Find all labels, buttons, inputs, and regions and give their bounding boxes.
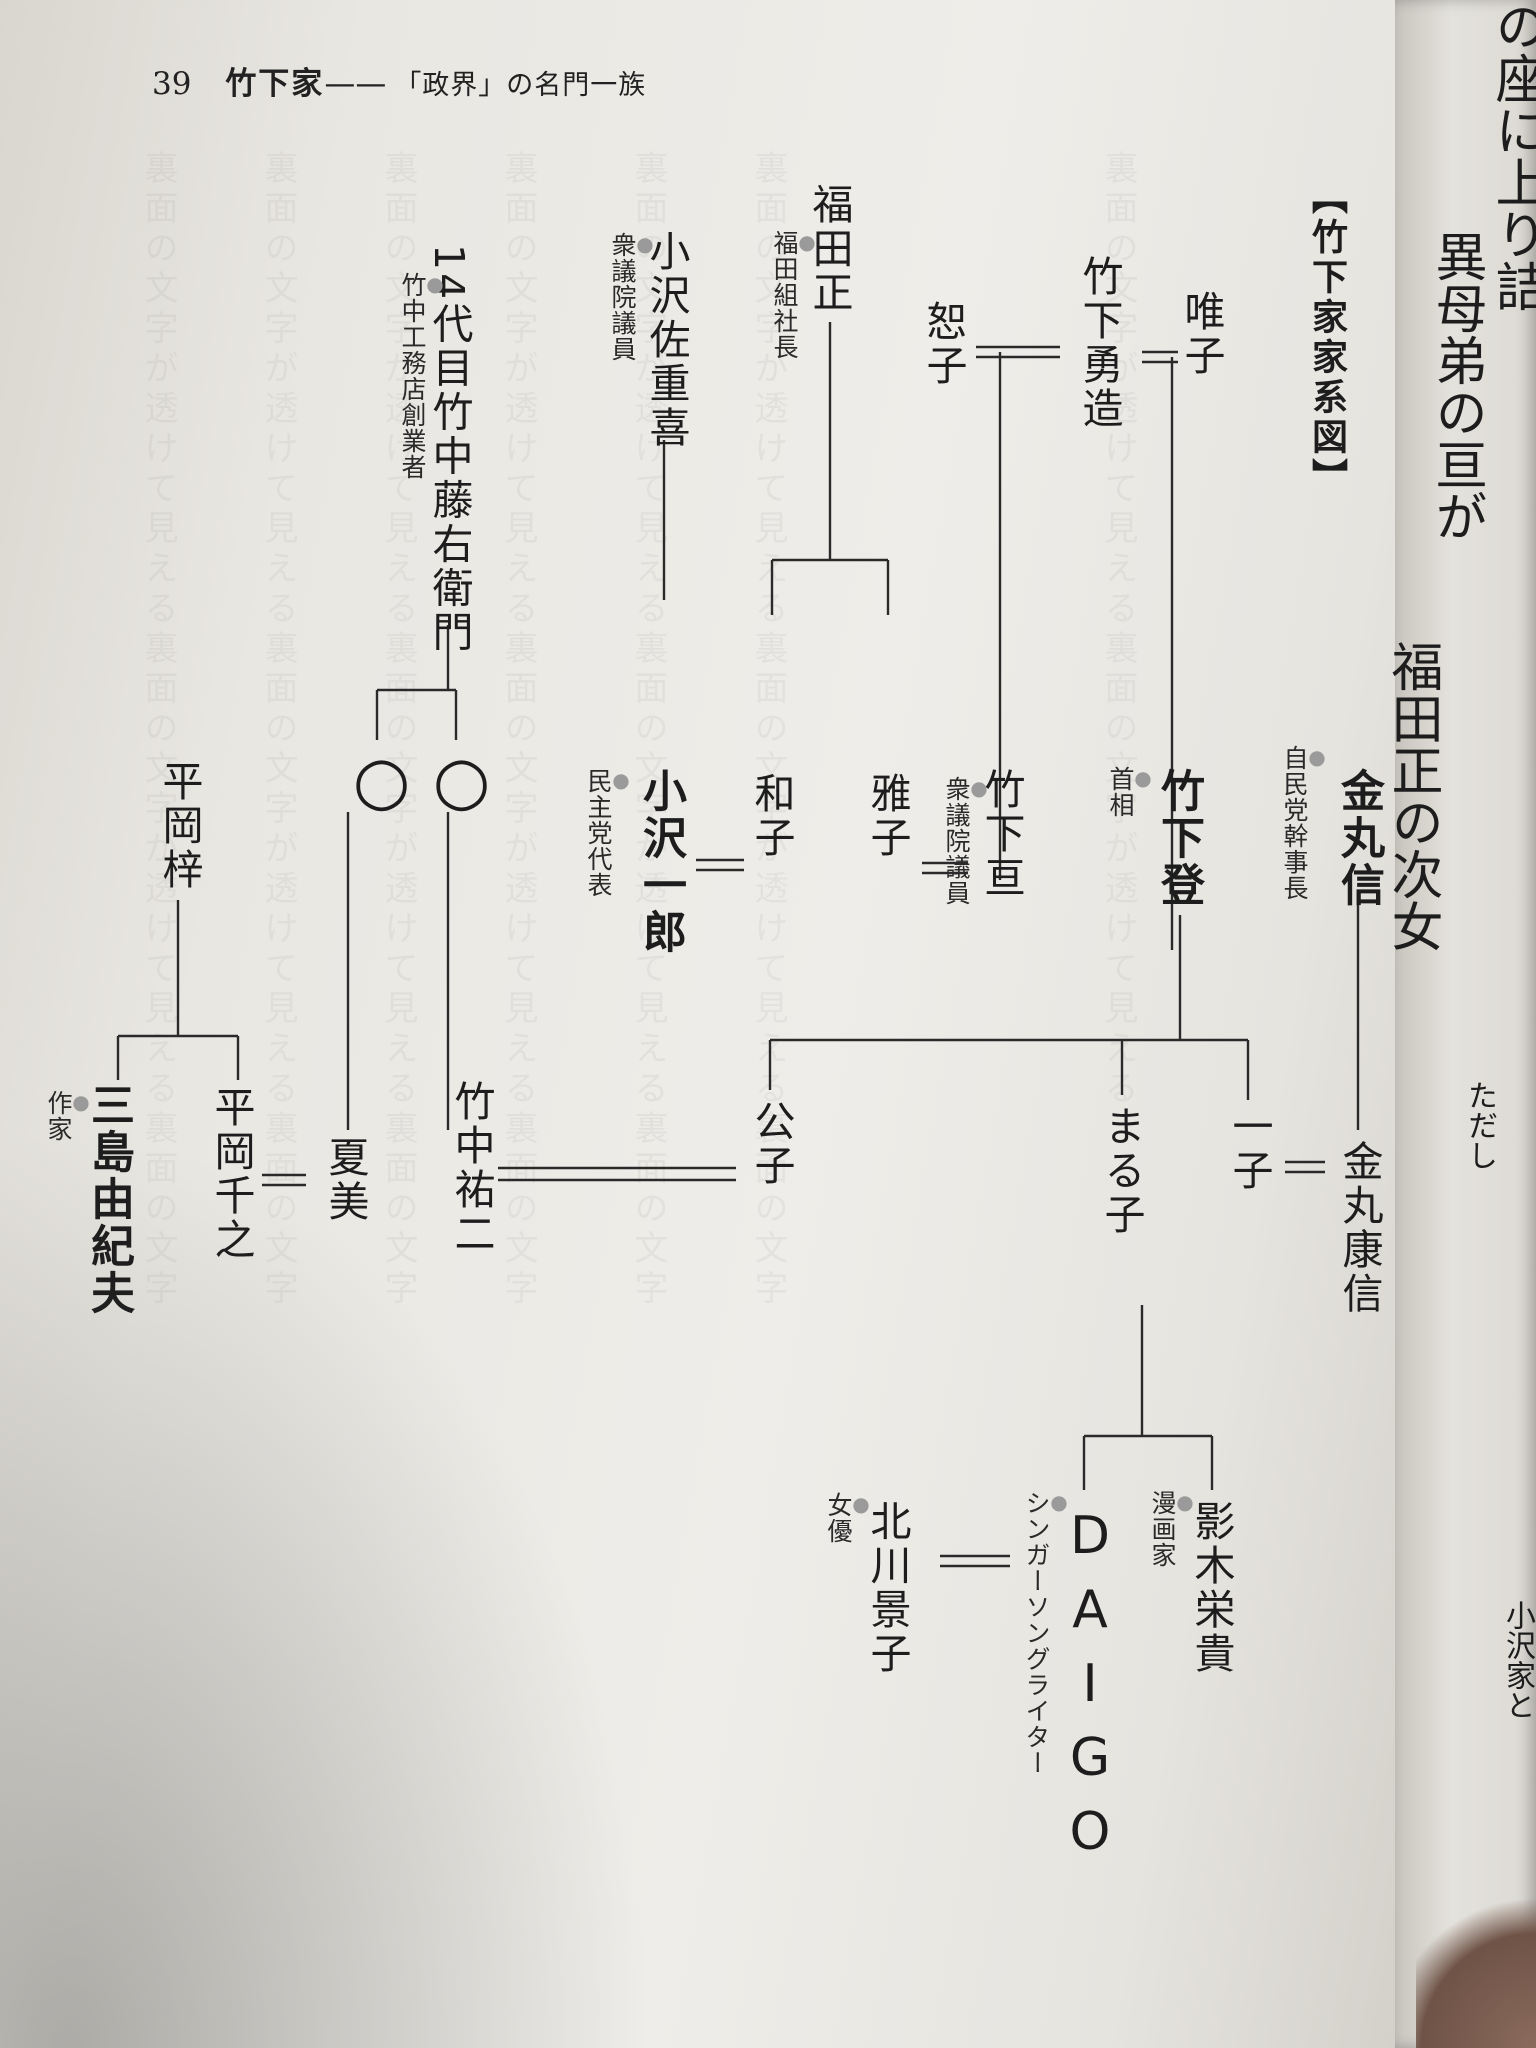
person-kageki-eiki: 影木栄貴 bbox=[1187, 1500, 1235, 1676]
person-yuiko: 唯子 bbox=[1177, 290, 1225, 378]
person-ozawa-ichiro: 小沢一郎 bbox=[635, 768, 686, 956]
person-circle-b: ○ bbox=[343, 742, 420, 819]
person-takenaka-yuji: 竹中祐二 bbox=[447, 1080, 495, 1256]
chart-title: 【竹下家家系図】 bbox=[1306, 178, 1347, 498]
role-takeshita-wataru: 衆議院議員 bbox=[942, 776, 989, 906]
book-page: 裏面の文字が透けて見える裏面の文字が透けて見える裏面の文字 裏面の文字が透けて見… bbox=[0, 0, 1470, 2048]
person-hiraoka-chiyuki: 平岡千之 bbox=[207, 1086, 255, 1262]
role-kageki-eiki: 漫画家 bbox=[1148, 1490, 1195, 1568]
person-ichiko: 一子 bbox=[1225, 1105, 1273, 1193]
header-title: 竹下家 bbox=[225, 66, 325, 102]
family-tree-lines bbox=[116, 322, 1360, 1568]
person-kanemaru-yasunobu: 金丸康信 bbox=[1335, 1140, 1383, 1316]
show-through-text: 裏面の文字が透けて見える裏面の文字が透けて見える裏面の文字 bbox=[130, 150, 186, 1850]
show-through-text: 裏面の文字が透けて見える裏面の文字が透けて見える裏面の文字 bbox=[250, 150, 306, 1850]
role-takeshita-noboru: 首相 bbox=[1106, 766, 1153, 818]
next-page-text: 小沢家と bbox=[1500, 1600, 1535, 1720]
show-through-text: 裏面の文字が透けて見える裏面の文字が透けて見える bbox=[1090, 150, 1146, 1250]
person-mishima-yukio: 三島由紀夫 bbox=[83, 1082, 134, 1317]
person-joko: 恕子 bbox=[919, 300, 967, 388]
page-number: 39 bbox=[152, 66, 192, 102]
person-kitagawa-keiko: 北川景子 bbox=[863, 1500, 911, 1676]
person-kazuko: 和子 bbox=[747, 772, 795, 860]
role-takenaka-touemon: 竹中工務店創業者 bbox=[398, 272, 445, 480]
person-kanemaru-shin: 金丸信 bbox=[1333, 768, 1384, 909]
next-page-text: 福田正の次女 bbox=[1382, 640, 1442, 952]
running-header: 39 竹下家——「政界」の名門一族 bbox=[152, 58, 646, 103]
role-kitagawa-keiko: 女優 bbox=[824, 1492, 871, 1544]
role-mishima-yukio: 作家 bbox=[44, 1090, 91, 1142]
person-kimiko: 公子 bbox=[747, 1100, 795, 1188]
header-subtitle: 「政界」の名門一族 bbox=[394, 70, 647, 101]
show-through-text: 裏面の文字が透けて見える裏面の文字が透けて見える裏面の文字 bbox=[490, 150, 546, 1850]
finger-shadow bbox=[1416, 1878, 1536, 2048]
next-page-text: ただし bbox=[1462, 1080, 1497, 1170]
person-natsumi: 夏美 bbox=[321, 1136, 369, 1224]
next-page-text: の座に上り詰 bbox=[1486, 0, 1536, 312]
role-ozawa-saekiyoshi: 衆議院議員 bbox=[608, 232, 655, 362]
person-maruko: まる子 bbox=[1097, 1105, 1145, 1237]
person-masako: 雅子 bbox=[863, 772, 911, 860]
role-kanemaru-shin: 自民党幹事長 bbox=[1280, 745, 1327, 901]
role-ozawa-ichiro: 民主党代表 bbox=[584, 768, 631, 898]
person-takeshita-noboru: 竹下登 bbox=[1153, 768, 1204, 909]
person-circle-a: ○ bbox=[423, 742, 500, 819]
role-daigo: シンガーソングライター bbox=[1022, 1490, 1069, 1776]
adjacent-page: の座に上り詰 異母弟の亘が 福田正の次女 ただし 小沢家と bbox=[1382, 0, 1536, 2048]
role-fukuda-tadashi: 福田組社長 bbox=[770, 230, 817, 360]
person-hiraoka-azusa: 平岡梓 bbox=[155, 760, 203, 892]
header-dash: —— bbox=[324, 66, 387, 102]
next-page-text: 異母弟の亘が bbox=[1426, 230, 1486, 542]
person-daigo: DAIGO bbox=[1060, 1506, 1120, 1876]
person-takeshita-yuzo: 竹下勇造 bbox=[1075, 255, 1123, 431]
